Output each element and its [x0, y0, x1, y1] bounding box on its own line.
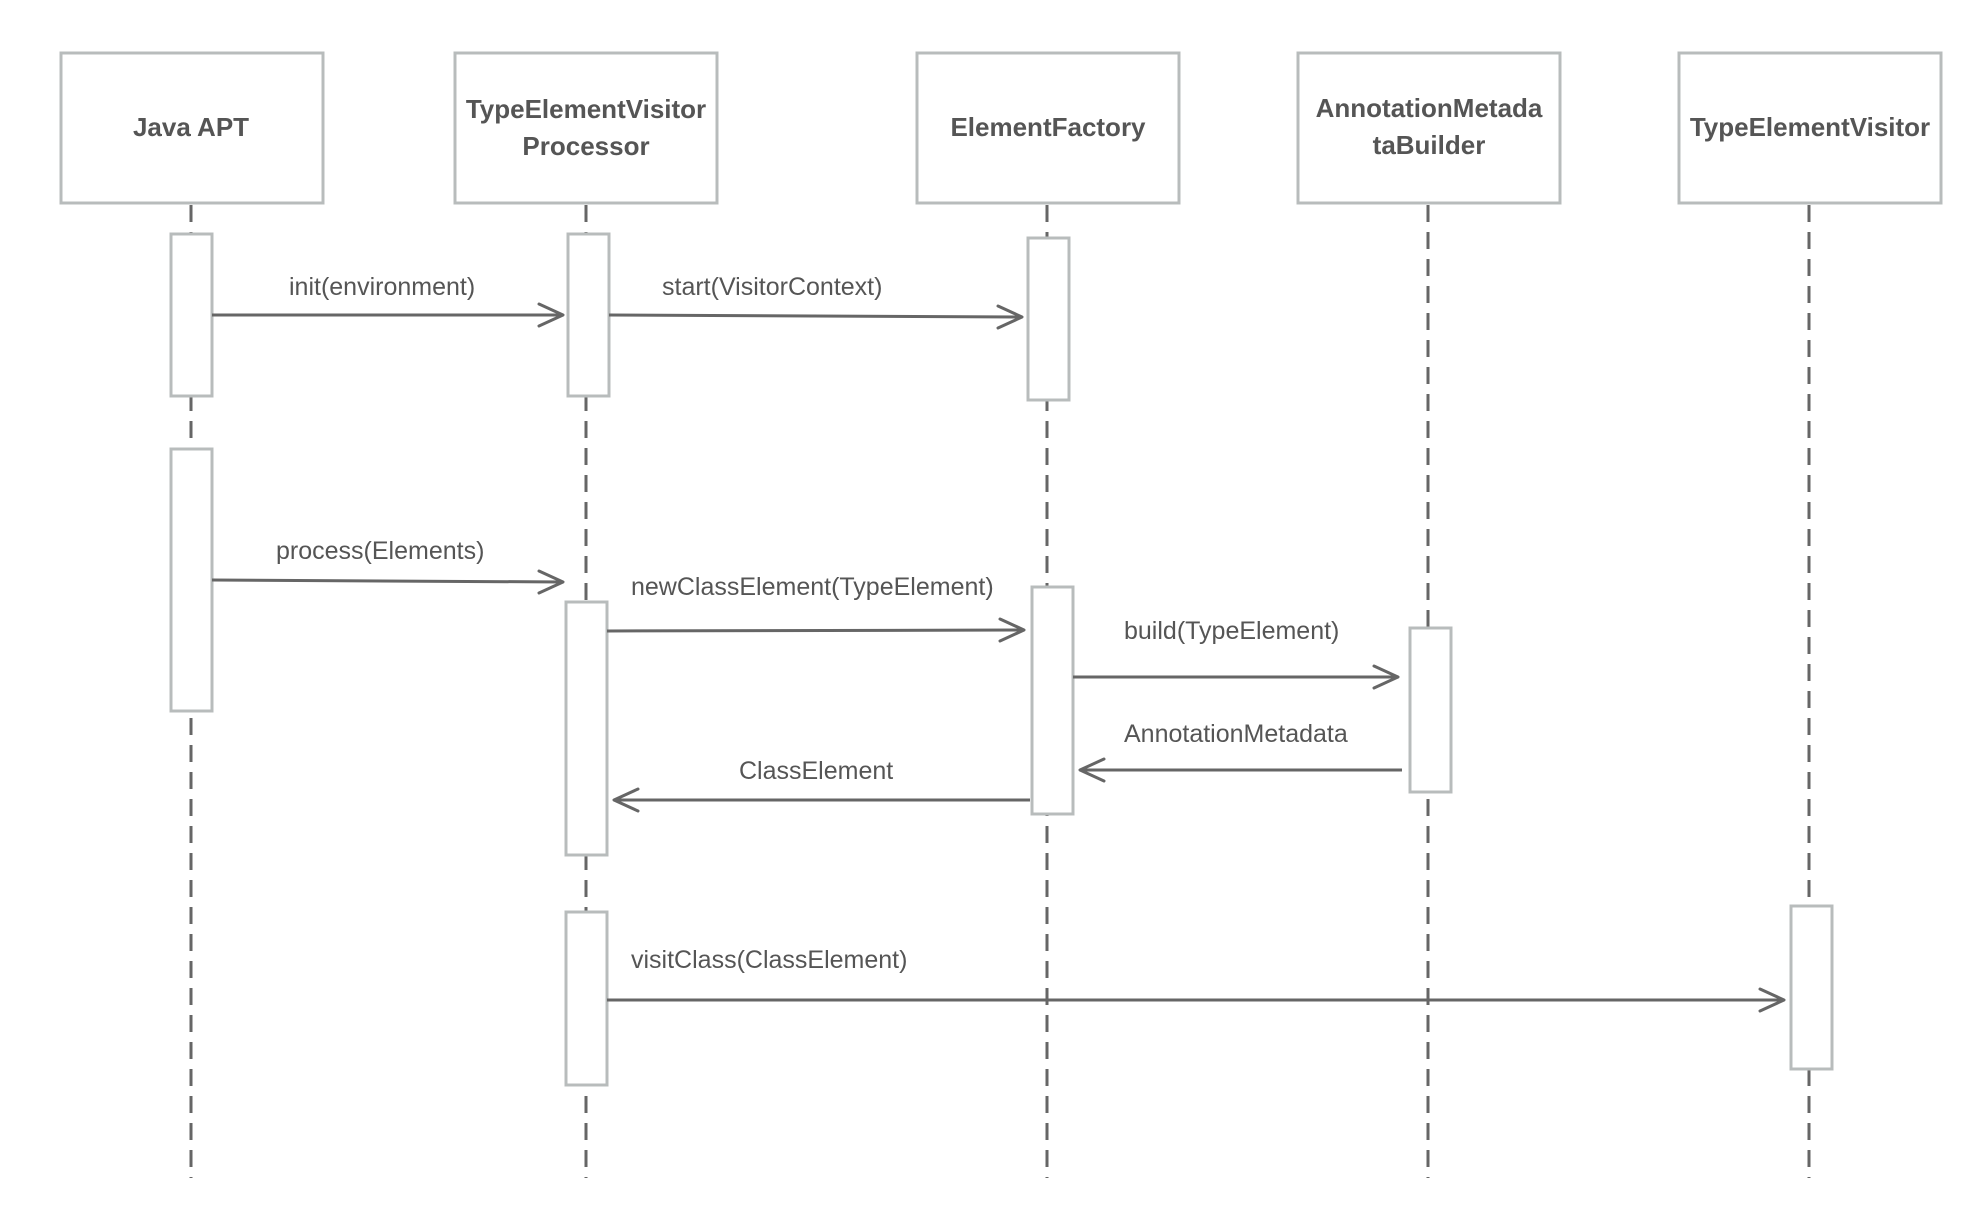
message-init: init(environment)	[212, 273, 565, 328]
participant-visitor: TypeElementVisitor	[1677, 51, 1943, 205]
arrowhead-right-icon	[1758, 987, 1786, 1013]
arrowhead-left-icon	[1078, 757, 1106, 783]
arrowhead-right-icon	[996, 304, 1024, 330]
participant-label-line-2: taBuilder	[1373, 130, 1486, 160]
message-label: ClassElement	[739, 757, 893, 785]
participant-processor: TypeElementVisitor Processor	[453, 51, 719, 205]
activation-java-apt-init	[169, 232, 214, 398]
activation-java-apt-process	[169, 447, 214, 713]
message-label: start(VisitorContext)	[662, 273, 882, 301]
message-build: build(TypeElement)	[1073, 617, 1400, 690]
message-annotation-metadata: AnnotationMetadata	[1078, 720, 1402, 783]
activation-processor-process	[564, 600, 609, 857]
activation-processor-visit	[564, 910, 609, 1087]
arrowhead-right-icon	[537, 302, 565, 328]
participant-label-line-2: Processor	[522, 131, 649, 161]
message-visit-class: visitClass(ClassElement)	[607, 946, 1786, 1013]
participant-label-line-1: TypeElementVisitor	[466, 94, 706, 124]
participant-label: ElementFactory	[950, 112, 1146, 142]
participant-java-apt: Java APT	[59, 51, 325, 205]
activation-factory-start	[1026, 236, 1071, 402]
arrowhead-left-icon	[612, 787, 640, 813]
message-label: build(TypeElement)	[1124, 617, 1339, 645]
arrowhead-right-icon	[998, 617, 1026, 643]
participant-label-line-1: AnnotationMetada	[1316, 93, 1543, 123]
message-label: process(Elements)	[276, 537, 484, 565]
participant-builder: AnnotationMetada taBuilder	[1296, 51, 1562, 205]
message-label: init(environment)	[289, 273, 475, 301]
activation-processor-init	[566, 232, 611, 398]
message-class-element: ClassElement	[612, 757, 1030, 813]
participant-label: Java APT	[133, 112, 249, 142]
message-start: start(VisitorContext)	[608, 273, 1024, 330]
message-label: newClassElement(TypeElement)	[631, 573, 994, 601]
participant-label: TypeElementVisitor	[1690, 112, 1930, 142]
participant-factory: ElementFactory	[915, 51, 1181, 205]
arrowhead-right-icon	[1372, 664, 1400, 690]
message-label: visitClass(ClassElement)	[631, 946, 907, 974]
activation-visitor-visit	[1789, 904, 1834, 1071]
message-process: process(Elements)	[211, 537, 565, 595]
activation-factory-new-class-element	[1030, 585, 1075, 816]
activation-builder-build	[1408, 626, 1453, 794]
message-label: AnnotationMetadata	[1124, 720, 1348, 748]
arrowhead-right-icon	[537, 569, 565, 595]
message-new-class-element: newClassElement(TypeElement)	[606, 573, 1026, 643]
